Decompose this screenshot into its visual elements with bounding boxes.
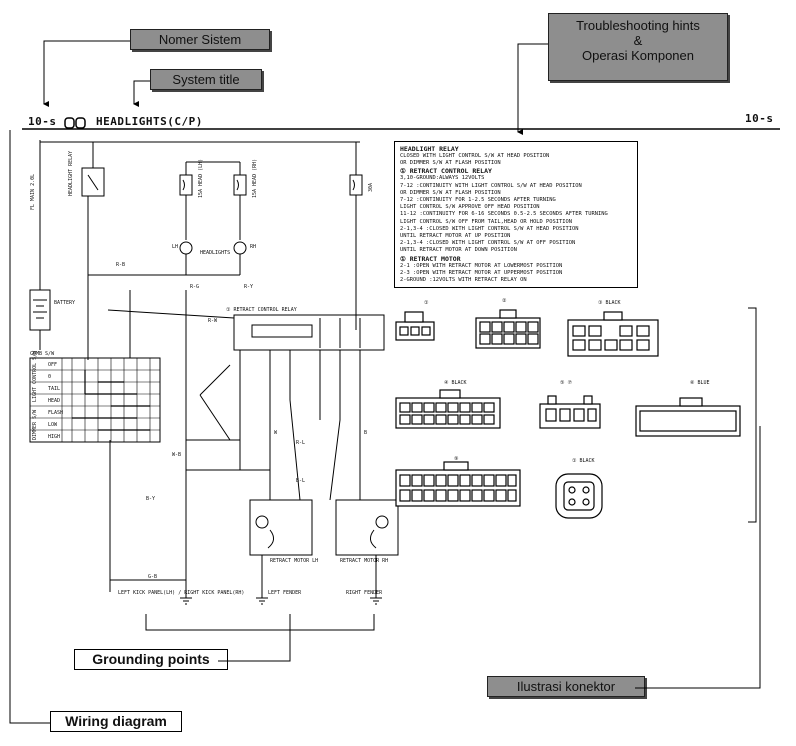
pointer-grounding [218,614,291,662]
headlights-label: HEADLIGHTS [200,250,231,256]
callout-nomor-sistem: Nomer Sistem [130,29,270,50]
pointer-konektor [635,426,761,689]
wire-color-tag: R-G [190,284,200,290]
wire-color-tag: W [274,430,278,436]
callout-grounding-points: Grounding points [74,649,228,670]
system-number-left: 10-s [28,115,57,128]
notes-line: OR DIMMER S/W AT FLASH POSITION [400,160,501,167]
connector-label: ③ BLACK [598,300,621,306]
wire-color-tag: B [364,430,368,436]
callout-wiring-diagram: Wiring diagram [50,711,182,732]
pointer-system-title [133,80,150,107]
troubleshooting-notes: HEADLIGHT RELAY CLOSED WITH LIGHT CONTRO… [394,141,638,288]
wire-color-tag: R-L [296,440,306,446]
callout-system-title: System title [150,69,262,90]
retract-relay-label: ① RETRACT CONTROL RELAY [226,307,297,313]
fuse-lh-label: 15A HEAD (LH) [198,158,204,198]
notes-line: UNTIL RETRACT MOTOR AT UP POSITION [400,233,511,240]
pointer-grounding-2 [145,614,375,631]
notes-line: 7-12 :CONTINUITY FOR 1-2.5 SECONDS AFTER… [400,197,556,204]
headlight-relay-label: HEADLIGHT RELAY [68,150,74,196]
system-number-right: 10-s [745,112,774,125]
callout-troubleshooting-line2: & [633,33,643,48]
wire-color-tag: W-B [172,452,182,458]
wire-color-tag: R-W [208,318,218,324]
retract-motor-rh-label: RETRACT MOTOR RH [340,558,389,564]
notes-line: 11-12 :CONTINUITY FOR 6-16 SECONDS 0.5-2… [400,211,608,218]
notes-line: 2-GROUND :12VOLTS WITH RETRACT RELAY ON [400,277,527,284]
headlight-icon [64,114,86,129]
ground-left-fender-label: LEFT FENDER [268,590,302,596]
pointer-wiring [9,130,50,724]
notes-retract-motor-title: ① RETRACT MOTOR [400,254,461,263]
fuse-rh-label: 15A HEAD (RH) [252,158,258,198]
connector-label: ⑨ [454,456,459,462]
switch-pos-flash: FLASH [48,410,64,416]
connector-bracket [748,307,757,523]
light-control-sw-label: LIGHT CONTROL S/W [32,350,38,402]
notes-retract-relay-title: ① RETRACT CONTROL RELAY [400,167,492,176]
connector-label: ① [424,300,429,306]
switch-pos-head: HEAD [48,398,61,404]
callout-troubleshooting-line1: Troubleshooting hints [576,18,700,33]
headlight-lh-label: LH [172,244,179,250]
fl-main-label: FL MAIN 2.0L [30,173,36,210]
switch-pos-tail: TAIL [48,386,61,392]
notes-headlight-relay-title: HEADLIGHT RELAY [400,145,459,153]
retract-motor-lh-label: RETRACT MOTOR LH [270,558,319,564]
combination-sw-label: COMB S/W [30,351,55,357]
notes-line: 7-12 :CONTINUITY WITH LIGHT CONTROL S/W … [400,182,582,189]
dimmer-sw-label: DIMMER S/W [32,409,38,440]
switch-pos-0: 0 [48,374,52,380]
notes-line: OR DIMMER S/W AT FLASH POSITION [400,189,501,196]
ground-left-label: LEFT KICK PANEL(LH) / RIGHT KICK PANEL(R… [118,590,245,596]
notes-line: 2-1 :OPEN WITH RETRACT MOTOR AT LOWERMOS… [400,262,563,269]
wire-color-tag: B-L [296,478,306,484]
page-title: HEADLIGHTS(C/P) [96,115,203,128]
switch-pos-off: OFF [48,362,58,368]
ground-right-fender-label: RIGHT FENDER [346,590,383,596]
notes-line: LIGHT CONTROL S/W OFF FROM TAIL,HEAD OR … [400,218,573,225]
notes-line: 2-3 :OPEN WITH RETRACT MOTOR AT UPPERMOS… [400,269,563,276]
connector-label: ⑤ ⑦ [560,380,572,386]
headlight-rh-label: RH [250,244,257,250]
notes-line: 2-1,3-4 :CLOSED WITH LIGHT CONTROL S/W A… [400,225,579,232]
fuse-retract-label: 30A [368,182,374,192]
wire-color-tag: G-B [148,574,158,580]
callout-troubleshooting: Troubleshooting hints & Operasi Komponen [548,13,728,81]
switch-pos-high: HIGH [48,434,61,440]
callout-troubleshooting-line3: Operasi Komponen [581,48,694,63]
connector-label: ① BLACK [572,458,595,464]
notes-line: UNTIL RETRACT MOTOR AT DOWN POSITION [400,247,517,254]
wire-color-tag: R-B [116,262,126,268]
pointer-troubleshooting [517,43,548,135]
pointer-nomor-sistem [43,40,130,107]
connector-label: ⑥ BLUE [690,380,710,386]
callout-ilustrasi-konektor: Ilustrasi konektor [487,676,645,697]
notes-line: CLOSED WITH LIGHT CONTROL S/W AT HEAD PO… [400,153,550,159]
notes-line: 2-1,3-4 :CLOSED WITH LIGHT CONTROL S/W A… [400,240,576,247]
battery-label: BATTERY [54,300,76,306]
connector-label: ④ BLACK [444,380,467,386]
notes-line: LIGHT CONTROL S/W APPROVE OFF HEAD POSIT… [400,204,540,211]
wire-color-tag: B-Y [146,496,156,502]
wire-color-tag: R-Y [244,284,254,290]
switch-pos-low: LOW [48,422,58,428]
connector-label: ② [502,298,507,304]
notes-line: 3,10-GROUND:ALWAYS 12VOLTS [400,175,485,182]
